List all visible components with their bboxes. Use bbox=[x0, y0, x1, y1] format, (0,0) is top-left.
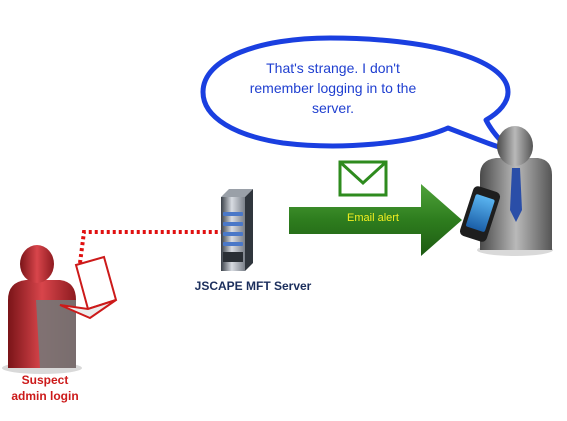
speech-line-2: remember logging in to the bbox=[249, 80, 417, 96]
dotted-connection-line bbox=[78, 230, 224, 264]
smartphone-icon bbox=[459, 186, 501, 242]
server-icon bbox=[221, 189, 253, 271]
suspect-label: Suspect admin login bbox=[0, 372, 90, 404]
suspect-label-line-1: Suspect bbox=[21, 373, 69, 387]
suspect-person-icon bbox=[2, 245, 82, 374]
speech-bubble-text: That's strange. I don't remember logging… bbox=[228, 58, 438, 118]
email-alert-arrow bbox=[289, 184, 462, 256]
email-alert-label: Email alert bbox=[347, 212, 399, 224]
speech-bubble bbox=[200, 35, 513, 153]
server-label: JSCAPE MFT Server bbox=[194, 279, 312, 293]
laptop-icon bbox=[59, 255, 118, 320]
envelope-icon bbox=[338, 160, 388, 197]
suspect-label-line-2: admin login bbox=[11, 389, 79, 403]
admin-person-icon bbox=[477, 126, 553, 256]
speech-line-1: That's strange. I don't bbox=[266, 60, 400, 76]
speech-line-3: server. bbox=[311, 100, 354, 116]
